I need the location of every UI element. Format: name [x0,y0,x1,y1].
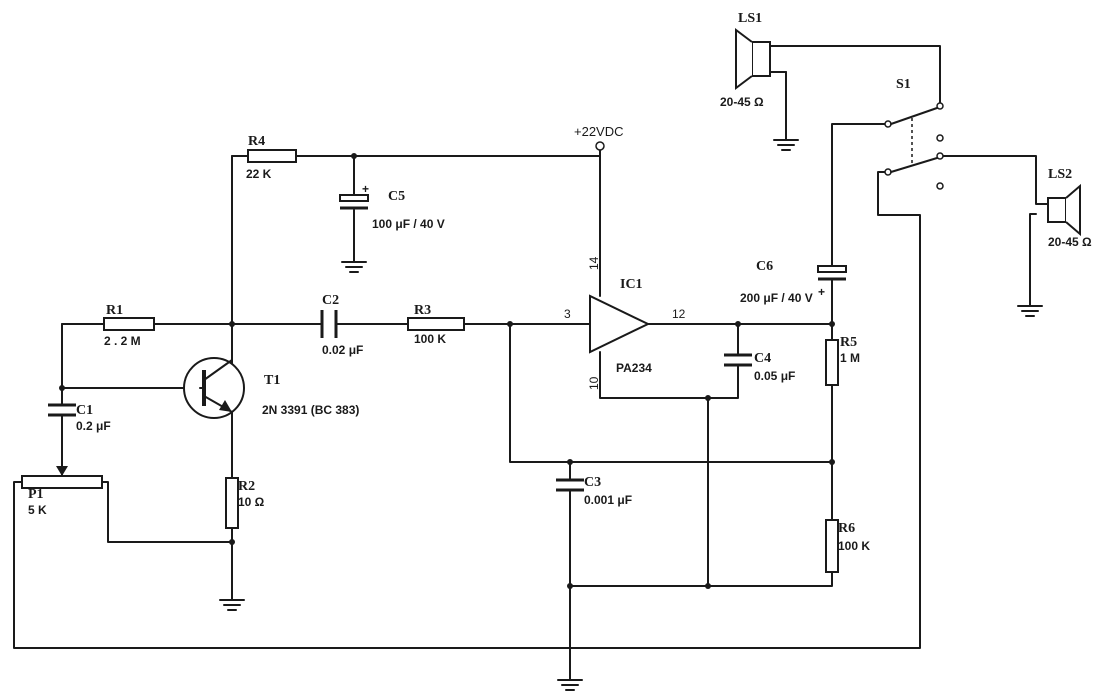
ic1-value: PA234 [616,361,652,375]
junction-dot [829,321,835,327]
r4-ref: R4 [248,134,265,149]
junction-dot [829,459,835,465]
r2-value: 10 Ω [238,495,265,509]
resistor-r5 [825,339,839,386]
junction-dot [351,153,357,159]
junctions [59,153,835,589]
resistor-r1 [103,317,155,331]
wires [13,45,1049,681]
capacitor-c4 [724,353,752,371]
c5-value: 100 μF / 40 V [372,217,445,231]
ls2-ref: LS2 [1048,167,1072,182]
c3-ref: C3 [584,475,601,490]
ic1-ref: IC1 [620,277,643,292]
resistor-r3 [407,317,465,331]
ls1-value: 20-45 Ω [720,95,764,109]
ground-symbol [219,599,245,611]
switch-s1 [884,102,944,190]
capacitor-c2 [320,310,338,338]
resistor-r4 [247,149,297,163]
c1-value: 0.2 μF [76,419,111,433]
ground-symbol [1017,305,1043,317]
junction-dot [507,321,513,327]
junction-dot [59,385,65,391]
r3-value: 100 K [414,332,446,346]
supply-label: +22VDC [574,124,624,139]
ground-symbol [773,139,799,151]
r6-value: 100 K [838,539,870,553]
r4-value: 22 K [246,167,272,181]
speaker-ls1 [735,28,787,90]
c5-ref: C5 [388,189,405,204]
c6-value: 200 μF / 40 V [740,291,813,305]
resistor-r6 [825,519,839,573]
speaker-ls2 [1047,183,1081,237]
p1-ref: P1 [28,487,44,502]
r5-ref: R5 [840,335,857,350]
p1-value: 5 K [28,503,47,517]
transistor-t1 [183,349,245,419]
r1-value: 2 . 2 M [104,334,141,348]
ground-symbol [341,261,367,273]
r6-ref: R6 [838,521,855,536]
c3-value: 0.001 μF [584,493,632,507]
potentiometer-p1 [21,466,103,489]
resistor-r2 [225,477,239,529]
ls1-ref: LS1 [738,11,762,26]
c4-value: 0.05 μF [754,369,795,383]
c6-polarity: + [818,285,825,299]
ic1-pin-out: 12 [672,307,686,321]
c5-polarity: + [362,182,369,196]
r1-ref: R1 [106,303,123,318]
capacitor-c5 [339,194,369,210]
junction-dot [705,583,711,589]
t1-value: 2N 3391 (BC 383) [262,403,359,417]
ic1-pin-gnd: 10 [587,376,601,390]
c2-ref: C2 [322,293,339,308]
r3-ref: R3 [414,303,431,318]
junction-dot [229,539,235,545]
c2-value: 0.02 μF [322,343,363,357]
capacitor-c1 [48,403,76,417]
capacitor-c3 [556,478,584,492]
ground-symbol [557,679,583,691]
ls2-value: 20-45 Ω [1048,235,1092,249]
junction-dot [567,459,573,465]
c6-ref: C6 [756,259,773,274]
c1-ref: C1 [76,403,93,418]
supply-terminal [595,141,605,151]
junction-dot [735,321,741,327]
junction-dot [567,583,573,589]
r5-value: 1 M [840,351,860,365]
ic1-pin-vcc: 14 [587,256,601,270]
r2-ref: R2 [238,479,255,494]
ic1-amplifier [589,294,651,371]
t1-ref: T1 [264,373,280,388]
s1-ref: S1 [896,77,911,92]
c4-ref: C4 [754,351,771,366]
junction-dot [229,321,235,327]
capacitor-c6 [817,265,847,281]
junction-dot [705,395,711,401]
ic1-pin-in: 3 [564,307,571,321]
